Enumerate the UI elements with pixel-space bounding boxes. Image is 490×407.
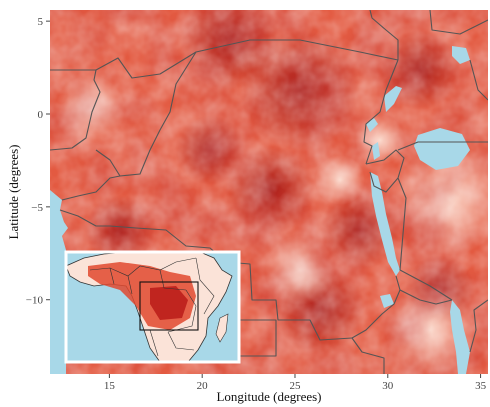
lake-edward	[366, 118, 378, 132]
x-axis: 15 20 25 30 35	[104, 374, 487, 392]
border-rwanda	[365, 149, 405, 193]
border-gabon-congo	[50, 69, 101, 151]
atlantic-ocean	[50, 190, 68, 374]
inset-focus-box	[139, 281, 199, 331]
border-tanzania	[397, 177, 453, 301]
lake-mweru	[380, 294, 394, 308]
inset-borders	[89, 257, 215, 357]
border-congo-coast	[61, 175, 121, 201]
lake-tanganyika	[370, 172, 400, 276]
border-malawi	[469, 299, 488, 353]
border-angola-drc	[109, 225, 353, 341]
border-kenya	[469, 59, 488, 101]
border-sudan	[429, 10, 488, 35]
y-tick-label: 5	[38, 16, 44, 28]
x-tick-label: 20	[197, 380, 209, 392]
lake-kivu	[372, 142, 380, 160]
lake-malawi	[450, 300, 470, 374]
border-drc-uganda	[369, 10, 399, 60]
inset-dark-region	[150, 286, 188, 320]
border-uganda-south	[397, 141, 488, 151]
border-zambia	[351, 275, 401, 339]
border-drc-east	[363, 59, 399, 165]
x-tick-label: 25	[289, 380, 301, 392]
x-tick-label: 15	[104, 380, 116, 392]
inset-map	[64, 250, 241, 364]
lake-kyoga	[452, 46, 470, 64]
lake-albert	[384, 86, 402, 112]
x-axis-title: Longitude (degrees)	[216, 389, 321, 404]
y-axis: 5 0 −5 −10	[26, 16, 50, 307]
y-tick-label: −5	[31, 202, 43, 214]
y-tick-label: 0	[38, 109, 44, 121]
border-zambia-east	[399, 289, 453, 305]
map-panel	[50, 10, 488, 374]
y-axis-title: Latitude (degrees)	[6, 145, 21, 240]
y-tick-label: −10	[26, 295, 44, 307]
country-borders	[50, 10, 488, 374]
border-angola-south	[240, 319, 277, 357]
inset-frame	[64, 250, 241, 364]
x-tick-label: 30	[382, 380, 394, 392]
lake-victoria	[414, 128, 470, 170]
border-cabinda	[59, 209, 110, 227]
border-katanga	[351, 337, 385, 374]
border-congo-drc	[95, 51, 197, 177]
inset-madagascar	[215, 313, 229, 343]
border-car-north	[50, 39, 399, 79]
x-tick-label: 35	[475, 380, 487, 392]
